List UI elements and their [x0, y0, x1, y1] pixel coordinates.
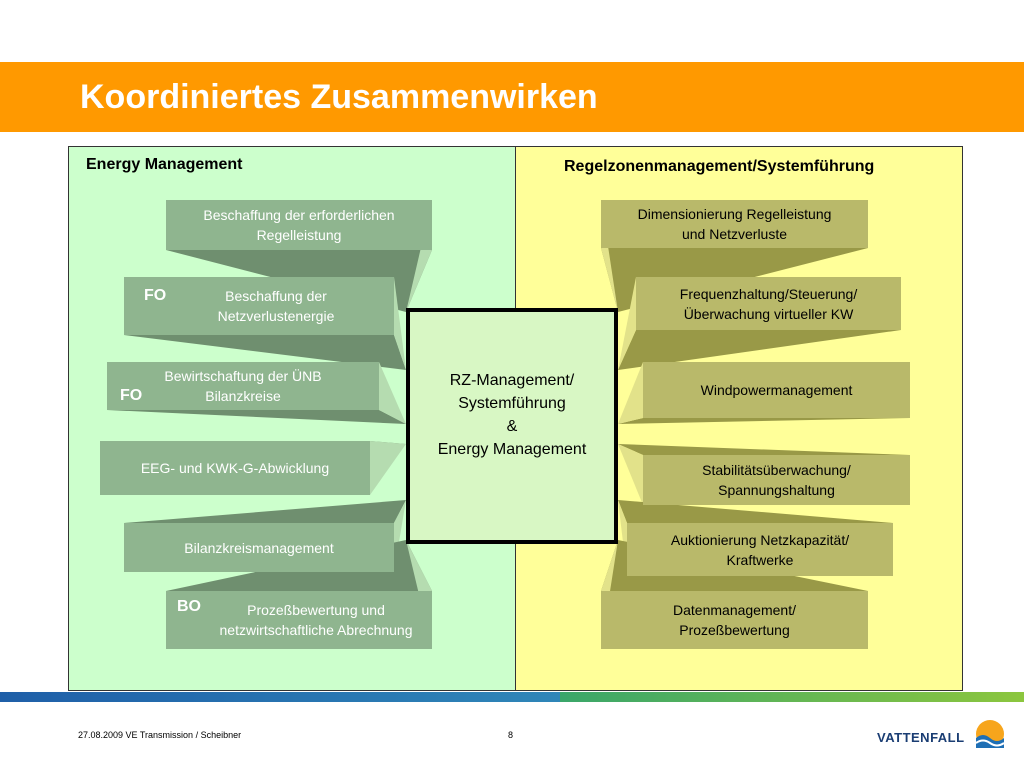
- left-item-3: Bewirtschaftung der ÜNB Bilanzkreise: [107, 362, 379, 410]
- connector-side-right-4: [618, 444, 643, 505]
- right-item-6: Datenmanagement/ Prozeßbewertung: [601, 591, 868, 649]
- left-item-tag-3: FO: [120, 387, 143, 404]
- connector-bottom-left-3: [107, 410, 406, 424]
- right-item-5: Auktionierung Netzkapazität/ Kraftwerke: [627, 523, 893, 576]
- footer-date-author: 27.08.2009 VE Transmission / Scheibner: [78, 730, 242, 740]
- connector-side-left-4: [370, 441, 406, 495]
- connector-top-right-5: [618, 500, 893, 523]
- footer-stripe-blue: [0, 692, 560, 702]
- left-item-4: EEG- und KWK-G-Abwicklung: [100, 441, 370, 495]
- left-item-tag-6: BO: [177, 598, 201, 615]
- connector-bottom-left-2: [124, 335, 406, 370]
- right-item-4: Stabilitätsüberwachung/ Spannungshaltung: [643, 455, 910, 505]
- footer-stripe-green: [560, 692, 1024, 702]
- left-item-2: Beschaffung der Netzverlustenergie: [124, 277, 394, 335]
- left-item-5: Bilanzkreismanagement: [124, 523, 394, 572]
- connector-side-right-3: [618, 362, 643, 424]
- center-label: RZ-Management/ Systemführung & Energy Ma…: [437, 372, 587, 458]
- left-item-6: Prozeßbewertung und netzwirtschaftliche …: [166, 591, 432, 649]
- left-item-1: Beschaffung der erforderlichen Regelleis…: [166, 200, 432, 250]
- center-box: RZ-Management/ Systemführung & Energy Ma…: [406, 308, 618, 544]
- connector-side-right-2: [618, 277, 636, 370]
- connector-bottom-right-2: [618, 330, 901, 370]
- right-panel-heading: Regelzonenmanagement/Systemführung: [564, 158, 875, 175]
- left-panel-heading: Energy Management: [86, 156, 243, 173]
- right-item-2: Frequenzhaltung/Steuerung/ Überwachung v…: [636, 277, 901, 330]
- page-number: 8: [508, 730, 514, 740]
- right-item-1: Dimensionierung Regelleistung und Netzve…: [601, 200, 868, 248]
- connector-side-left-3: [379, 362, 406, 424]
- connector-top-right-4: [618, 444, 910, 455]
- connector-top-left-5: [124, 500, 406, 523]
- page-title: Koordiniertes Zusammenwirken: [80, 78, 598, 116]
- connector-bottom-right-3: [618, 418, 910, 424]
- connector-side-left-2: [394, 277, 406, 370]
- header-bar: [0, 62, 1024, 132]
- vattenfall-logo-icon: [975, 720, 1005, 748]
- vattenfall-logo-text: VATTENFALL: [877, 730, 965, 745]
- right-item-3: Windpowermanagement: [643, 362, 910, 418]
- left-item-tag-2: FO: [144, 287, 167, 304]
